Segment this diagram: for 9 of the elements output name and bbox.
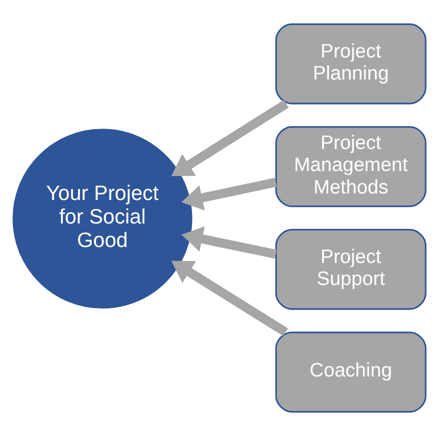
node-box: Project Support xyxy=(275,228,426,310)
node-circle: Your Project for Social Good xyxy=(12,128,192,308)
arrow xyxy=(181,226,277,258)
node-box: Project Planning xyxy=(275,22,426,104)
arrow xyxy=(171,260,288,336)
node-box: Coaching xyxy=(275,331,426,412)
arrow xyxy=(171,99,289,176)
node-box: Project Management Methods xyxy=(275,126,426,207)
arrow xyxy=(181,177,277,210)
